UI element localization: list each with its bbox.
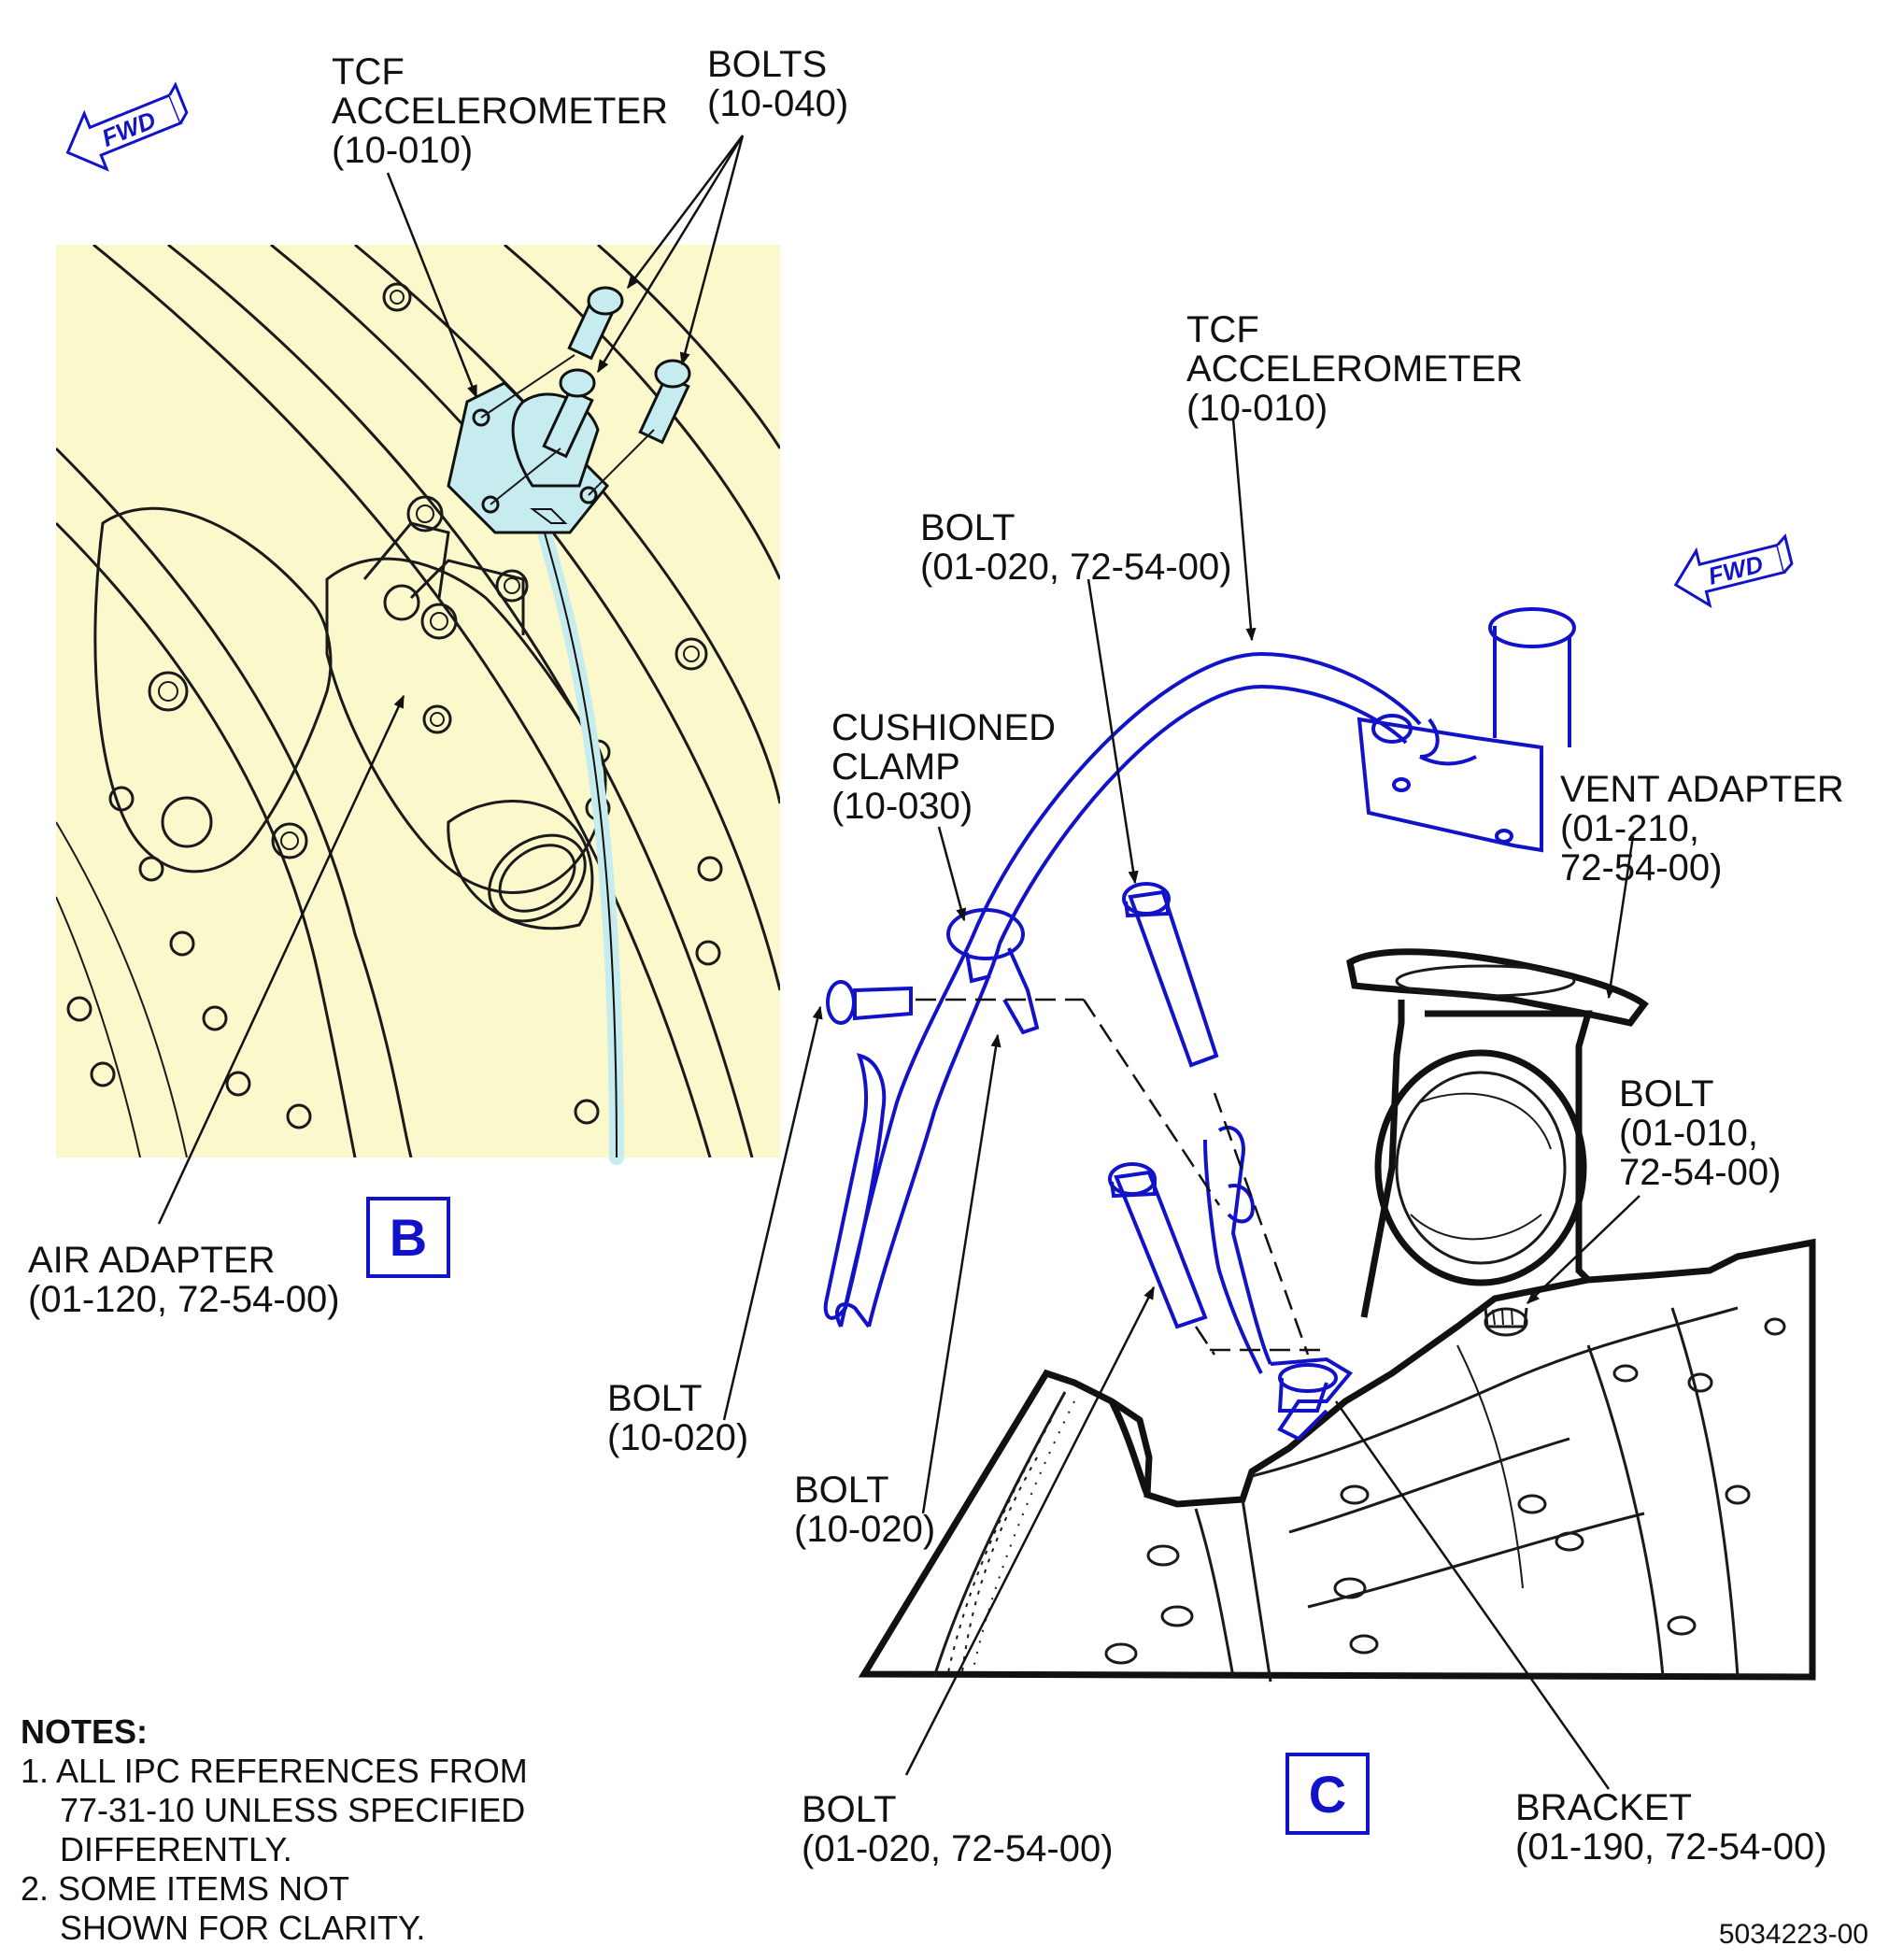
label-line: CLAMP <box>831 746 960 788</box>
fwd-direction-arrow-icon: FWD <box>65 81 189 172</box>
label-line: BOLT <box>794 1470 889 1511</box>
label-line: BOLT <box>802 1789 897 1830</box>
leader-line <box>679 135 745 366</box>
assembly-centerline <box>1213 1092 1310 1356</box>
leader-line <box>722 1005 823 1421</box>
leader-line <box>627 135 744 290</box>
label-line: VENT ADAPTER <box>1560 769 1844 810</box>
label-tcf-accelerometer-c: TCF ACCELEROMETER (10-010) <box>1186 309 1523 429</box>
label-line: 72-54-00) <box>1619 1152 1781 1193</box>
note-line: SHOWN FOR CLARITY. <box>60 1909 425 1947</box>
label-bolt-bottom: BOLT (01-020, 72-54-00) <box>802 1789 1114 1869</box>
view-b-bolt <box>567 286 624 361</box>
view-b: TCF ACCELEROMETER (10-010) BOLTS (10-040… <box>28 44 848 1320</box>
label-line: TCF <box>1186 309 1259 350</box>
label-cushioned-clamp: CUSHIONED CLAMP (10-030) <box>831 707 1056 827</box>
label-line: BOLTS <box>707 44 827 85</box>
label-line: (10-010) <box>1186 388 1328 429</box>
label-line: (01-010, <box>1619 1113 1758 1154</box>
label-line: ACCELEROMETER <box>1186 348 1523 390</box>
leader-line <box>1334 1400 1611 1790</box>
label-bolt-right: BOLT (01-010, 72-54-00) <box>1619 1073 1781 1193</box>
note-line: 77-31-10 UNLESS SPECIFIED <box>60 1791 525 1829</box>
leader-line <box>386 172 478 399</box>
assembly-centerline <box>1082 999 1221 1206</box>
label-line: (10-020) <box>794 1509 935 1550</box>
view-c-bolt-center <box>1122 882 1219 1068</box>
view-b-bolt <box>638 359 691 445</box>
view-c-bolt-right <box>1484 1307 1528 1337</box>
label-line: (01-190, 72-54-00) <box>1515 1826 1827 1868</box>
notes-heading: NOTES: <box>21 1712 148 1751</box>
label-bolt-left-2: BOLT (10-020) <box>794 1470 935 1550</box>
leader-line <box>921 1033 1001 1514</box>
label-line: AIR ADAPTER <box>28 1240 276 1281</box>
fwd-arrow-left: FWD <box>65 81 189 172</box>
note-line: 2. SOME ITEMS NOT <box>21 1869 349 1908</box>
label-tcf-accelerometer-b: TCF ACCELEROMETER (10-010) <box>332 51 668 171</box>
label-line: (10-010) <box>332 130 473 171</box>
view-c: TCF ACCELEROMETER (10-010) BOLT (01-020,… <box>607 309 1844 1869</box>
leader-line <box>904 1285 1156 1776</box>
notes-block: NOTES: 1. ALL IPC REFERENCES FROM 77-31-… <box>21 1712 528 1947</box>
label-line: BOLT <box>920 507 1016 548</box>
view-b-accelerometer <box>447 286 691 1165</box>
label-line: BOLT <box>1619 1073 1714 1115</box>
label-bolt-top: BOLT (01-020, 72-54-00) <box>920 507 1232 588</box>
assembly-centerline <box>1194 1326 1216 1356</box>
leader-line <box>596 135 745 374</box>
label-line: (01-020, 72-54-00) <box>920 547 1232 588</box>
view-c-bolt-lower <box>1108 1162 1208 1329</box>
view-b-letter-box: B <box>366 1197 450 1278</box>
label-line: TCF <box>332 51 405 92</box>
note-line: 1. ALL IPC REFERENCES FROM <box>21 1752 528 1790</box>
view-b-bolt <box>542 368 596 459</box>
leader-line <box>157 694 405 1225</box>
label-line: (10-030) <box>831 786 973 827</box>
leader-line <box>1087 578 1139 885</box>
fwd-direction-arrow-icon: FWD <box>1673 533 1794 609</box>
fwd-arrow-label: FWD <box>1705 549 1766 589</box>
view-c-cushioned-clamp <box>946 908 1040 1035</box>
leader-line <box>937 826 967 922</box>
figure-number: 5034223-00 <box>1719 1919 1868 1950</box>
view-c-engine-case <box>858 948 1816 1683</box>
label-bolts-b: BOLTS (10-040) <box>707 44 848 124</box>
label-line: (10-040) <box>707 83 848 124</box>
label-line: (01-020, 72-54-00) <box>802 1828 1114 1869</box>
note-line: DIFFERENTLY. <box>60 1830 292 1868</box>
label-bolt-left-1: BOLT (10-020) <box>607 1378 748 1458</box>
view-b-letter: B <box>390 1208 427 1267</box>
label-air-adapter: AIR ADAPTER (01-120, 72-54-00) <box>28 1240 340 1320</box>
view-c-letter: C <box>1309 1765 1346 1824</box>
label-vent-adapter: VENT ADAPTER (01-210, 72-54-00) <box>1560 769 1844 888</box>
label-line: BOLT <box>607 1378 703 1419</box>
label-line: BRACKET <box>1515 1787 1692 1828</box>
leader-line <box>1526 1195 1640 1304</box>
leader-line <box>1231 418 1257 642</box>
label-line: (01-120, 72-54-00) <box>28 1279 340 1320</box>
label-line: 72-54-00) <box>1560 847 1722 888</box>
label-bracket: BRACKET (01-190, 72-54-00) <box>1515 1787 1827 1868</box>
view-c-bolt-left <box>826 980 913 1025</box>
label-line: (10-020) <box>607 1417 748 1458</box>
label-line: CUSHIONED <box>831 707 1056 748</box>
view-c-letter-box: C <box>1285 1753 1370 1835</box>
fwd-arrow-right: FWD <box>1673 533 1794 609</box>
label-line: (01-210, <box>1560 808 1699 849</box>
label-line: ACCELEROMETER <box>332 91 668 132</box>
leader-line <box>1605 835 1635 1000</box>
